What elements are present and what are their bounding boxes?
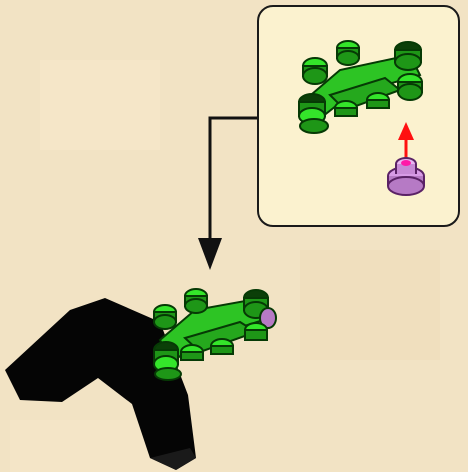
sub-step-callout (257, 5, 460, 227)
arrow-head-icon (198, 238, 222, 270)
